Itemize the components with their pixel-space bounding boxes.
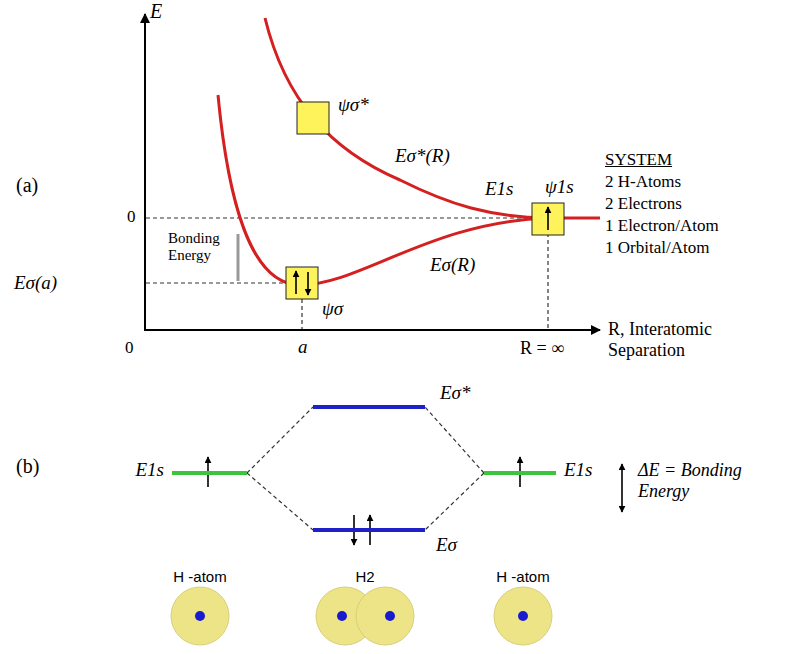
energy-axis [144,14,146,331]
tick-label: a [298,336,308,358]
nucleus-dot [337,611,347,621]
antibonding-orbital-box [297,102,329,134]
bonding-energy-arrow [621,464,623,512]
atom-shape [165,586,235,648]
energy-curve-label: Eσ(R) [430,254,475,276]
nucleus-dot [518,611,528,621]
correlation-line [425,407,484,473]
minimum-guide [146,282,286,283]
atomic-orbital-box [532,203,564,235]
correlation-line [425,473,484,530]
orbital-label: ψ1s [545,176,574,198]
panel-label: (a) [16,174,38,197]
orbital-label: ψσ* [338,94,369,116]
bonding-curve [218,95,548,285]
energy-label: Eσ(a) [14,272,57,294]
tick-label: 0 [127,207,136,227]
electron-spin-up [295,271,297,294]
system-item: 1 Electron/Atom [605,216,719,236]
energy-level: E1s [172,471,247,475]
energy-level-label: Eσ [436,535,457,554]
system-item: 1 Orbital/Atom [605,238,709,258]
energy-level: Eσ* [313,405,425,409]
atom-shape [300,586,430,648]
axis-label: E [150,0,162,23]
energy-curve-label: Eσ*(R) [395,145,450,167]
a-guide [301,299,302,329]
atom-label: H -atom [165,568,235,586]
system-heading: SYSTEM [605,150,672,170]
atom-cloud [356,587,414,645]
axis-tick-label: R = ∞ [520,338,564,359]
separation-axis [144,329,600,331]
energy-level-label: E1s [564,460,593,479]
atom-shape [488,586,558,648]
antibonding-curve [265,18,548,218]
correlation-line [247,407,313,473]
atom-cloud [494,587,552,645]
atom-label: H2 [300,568,430,586]
energy-level: E1s [484,471,556,475]
atom-figure: H2 [300,568,430,648]
system-item: 2 Electrons [605,194,682,214]
bonding-energy-bar [237,234,240,281]
bonding-energy-label: ΔE = Bonding Energy [638,460,768,501]
atom-cloud [171,587,229,645]
infinity-guide [547,233,548,329]
energy-label: E1s [485,178,514,200]
energy-level: Eσ [313,528,425,532]
orbital-label: ψσ [322,298,343,320]
axis-title: R, Interatomic Separation [608,319,738,360]
energy-level-label: Eσ* [440,383,470,402]
bonding-energy-label: Bonding Energy [168,230,234,265]
atom-figure: H -atom [165,568,235,648]
zero-guide [146,217,532,218]
tick-label: 0 [125,338,134,358]
system-item: 2 H-Atoms [605,172,681,192]
electron-spin-down [307,272,309,295]
electron-spin-up [547,207,549,230]
correlation-line [247,473,313,530]
energy-level-label: E1s [136,460,165,479]
panel-label: (b) [16,455,39,478]
atom-figure: H -atom [488,568,558,648]
nucleus-dot [195,611,205,621]
bonding-orbital-box [286,267,318,299]
nucleus-dot [385,611,395,621]
atom-label: H -atom [488,568,558,586]
